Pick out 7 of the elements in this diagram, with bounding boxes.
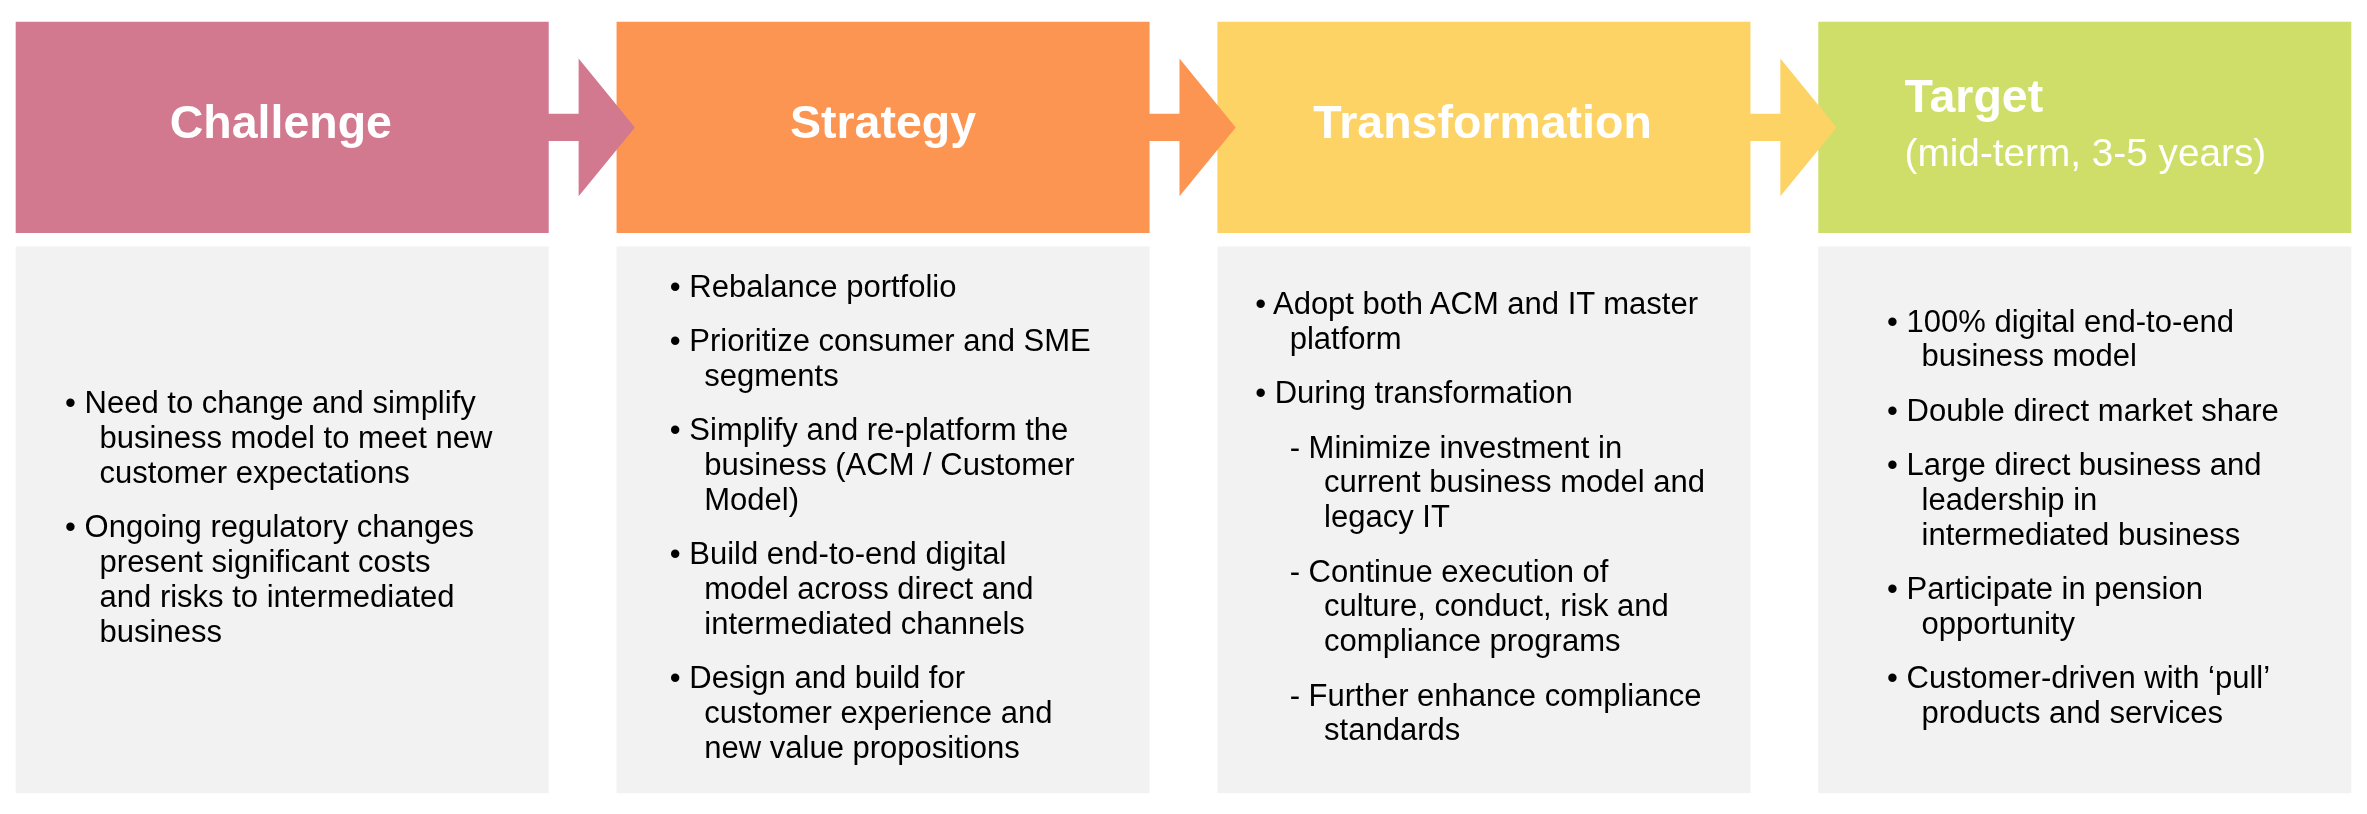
node-box: Transformation [1217, 21, 1751, 233]
node-box: Strategy [616, 21, 1150, 233]
node-box: Challenge [15, 21, 549, 233]
node-box: Target (mid-term, 3-5 years) [1818, 21, 2352, 233]
arrow [548, 57, 635, 196]
arrow [1148, 57, 1236, 196]
arrow [1749, 57, 1837, 196]
